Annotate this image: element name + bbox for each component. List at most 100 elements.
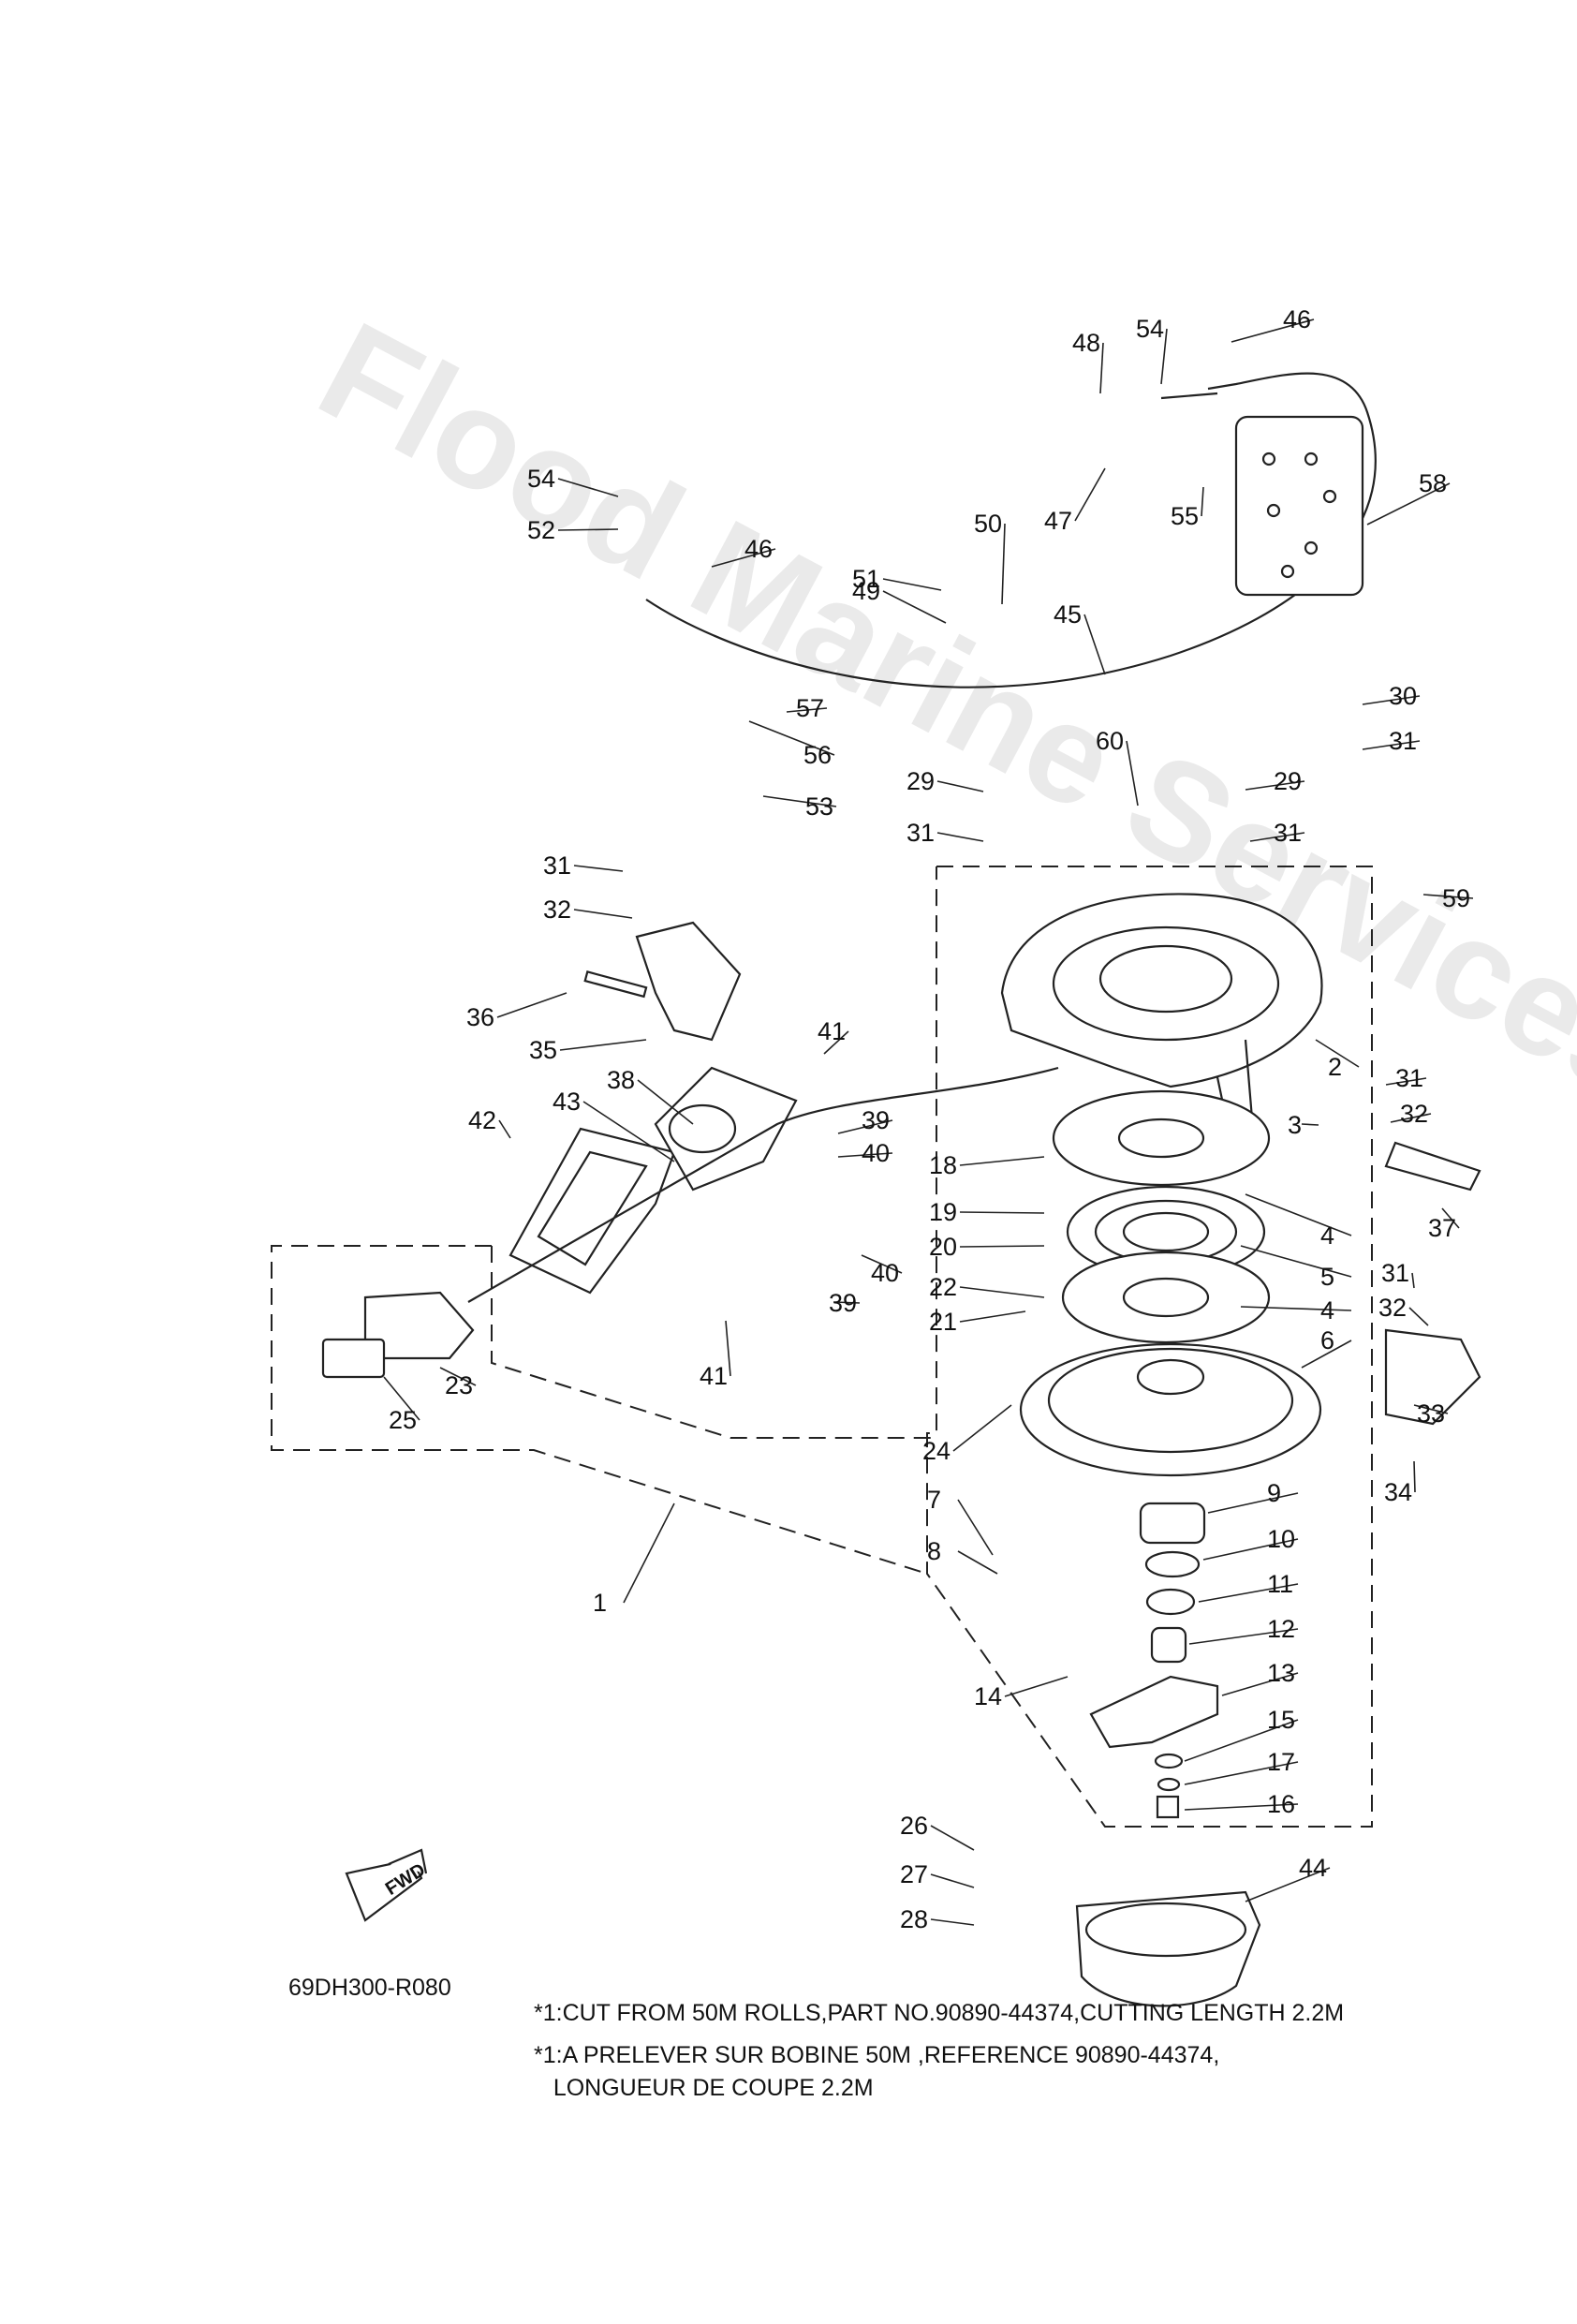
leader-line [1160,328,1168,385]
part-number-label: 34 [1384,1478,1412,1506]
leader-line [837,1152,893,1158]
leader-line [1385,1077,1427,1086]
leader-line [1245,780,1305,791]
part-callout: 44 [1245,1854,1331,1902]
part-callout: 52 [527,516,619,544]
leader-line [725,1320,731,1377]
part-number-label: 38 [607,1066,635,1094]
part-callout: 13 [1221,1659,1299,1696]
leader-line [1231,318,1315,343]
leader-line [957,1550,998,1575]
part-callout: 15 [1184,1706,1299,1762]
part-callout: 14 [974,1676,1069,1710]
part-callout: 55 [1171,486,1204,530]
part-callout: 31 [1249,819,1305,847]
part-callout: 16 [1184,1790,1299,1818]
part-number-label: 50 [974,510,1002,538]
part-callout: 51 [852,565,942,593]
part-number-label: 12 [1267,1615,1295,1643]
control-cable [645,372,1377,688]
part-number-label: 60 [1096,727,1124,755]
part-callout: 57 [786,694,828,722]
leader-line [1249,832,1305,842]
part-number-label: 17 [1267,1748,1295,1776]
part-number-label: 15 [1267,1706,1295,1734]
leader-line [1366,482,1451,525]
note-french-1: *1:A PRELEVER SUR BOBINE 50M ,REFERENCE … [534,2042,1220,2068]
leader-line [557,478,619,497]
part-callout: 56 [748,720,835,769]
leader-line [623,1502,675,1604]
part-callout: 12 [1188,1615,1299,1645]
leader-line [748,720,835,756]
leader-line [1422,894,1474,899]
assembly-boundary-handle [271,1245,928,1575]
leader-line [1004,1676,1069,1697]
part-callout: 9 [1207,1479,1299,1514]
guide-38 [654,1066,798,1192]
part-callout: 47 [1044,467,1106,535]
leader-line [557,528,619,531]
leader-line [1301,1123,1319,1126]
grommet-frame [508,1127,676,1295]
bracket-35 [635,921,742,1042]
mounting-plate-holes [1261,451,1337,579]
part-number-label: 40 [862,1139,890,1167]
part-callout: 26 [900,1812,975,1851]
leader-line [1245,1193,1352,1236]
leader-line [1362,695,1421,705]
leader-line [1245,1867,1331,1902]
leader-line [1411,1272,1415,1289]
part-number-label: 23 [445,1371,473,1399]
leader-line [1074,467,1106,522]
leader-line [1198,1583,1299,1603]
part-number-label: 31 [1274,819,1302,847]
part-number-label: 36 [466,1003,494,1031]
note-english: *1:CUT FROM 50M ROLLS,PART NO.90890-4437… [534,2000,1345,2026]
part-number-label: 4 [1320,1296,1334,1325]
part-number-label: 59 [1442,884,1470,912]
leader-line [1188,1628,1299,1645]
part-callout: 46 [1231,305,1315,343]
part-number-label: 31 [1389,727,1417,755]
leader-line [1408,1307,1429,1326]
part-number-label: 26 [900,1812,928,1840]
part-number-label: 32 [1400,1100,1428,1128]
leader-line [1240,1245,1352,1278]
part-number-label: 32 [543,896,571,924]
part-callout: 18 [929,1151,1045,1179]
part-number-label: 45 [1054,600,1082,629]
part-number-label: 28 [900,1905,928,1933]
part-callout: 25 [383,1376,420,1434]
washer-10 [1144,1550,1201,1578]
assembly-boundary-main [926,866,1373,1828]
part-callout: 38 [607,1066,694,1125]
part-number-label: 30 [1389,682,1417,710]
part-callout: 49 [852,577,947,624]
leader-line [383,1376,420,1421]
bushing [1139,1502,1206,1545]
part-number-label: 42 [468,1106,496,1134]
part-callout: 10 [1202,1525,1299,1561]
part-number-label: 1 [593,1589,607,1617]
leader-line [882,590,947,624]
mounting-plate [1234,415,1364,597]
part-callout: 28 [900,1905,975,1933]
leader-line [498,1119,511,1139]
leader-line [1184,1803,1299,1811]
leader-line [957,1499,994,1556]
part-number-label: 44 [1299,1854,1327,1882]
part-number-label: 21 [929,1308,957,1336]
part-callout: 34 [1384,1460,1416,1506]
part-callout: 1 [593,1502,675,1617]
part-number-label: 53 [805,792,833,821]
part-callout: 31 [1362,727,1421,755]
part-callout: 5 [1240,1245,1352,1291]
leader-line [959,1156,1045,1166]
leader-line [837,1119,893,1134]
part-callout: 2 [1315,1039,1360,1081]
leader-line [833,1301,861,1304]
part-callout: 7 [927,1486,994,1556]
part-callout: 21 [929,1308,1026,1336]
leader-line [930,1825,975,1851]
